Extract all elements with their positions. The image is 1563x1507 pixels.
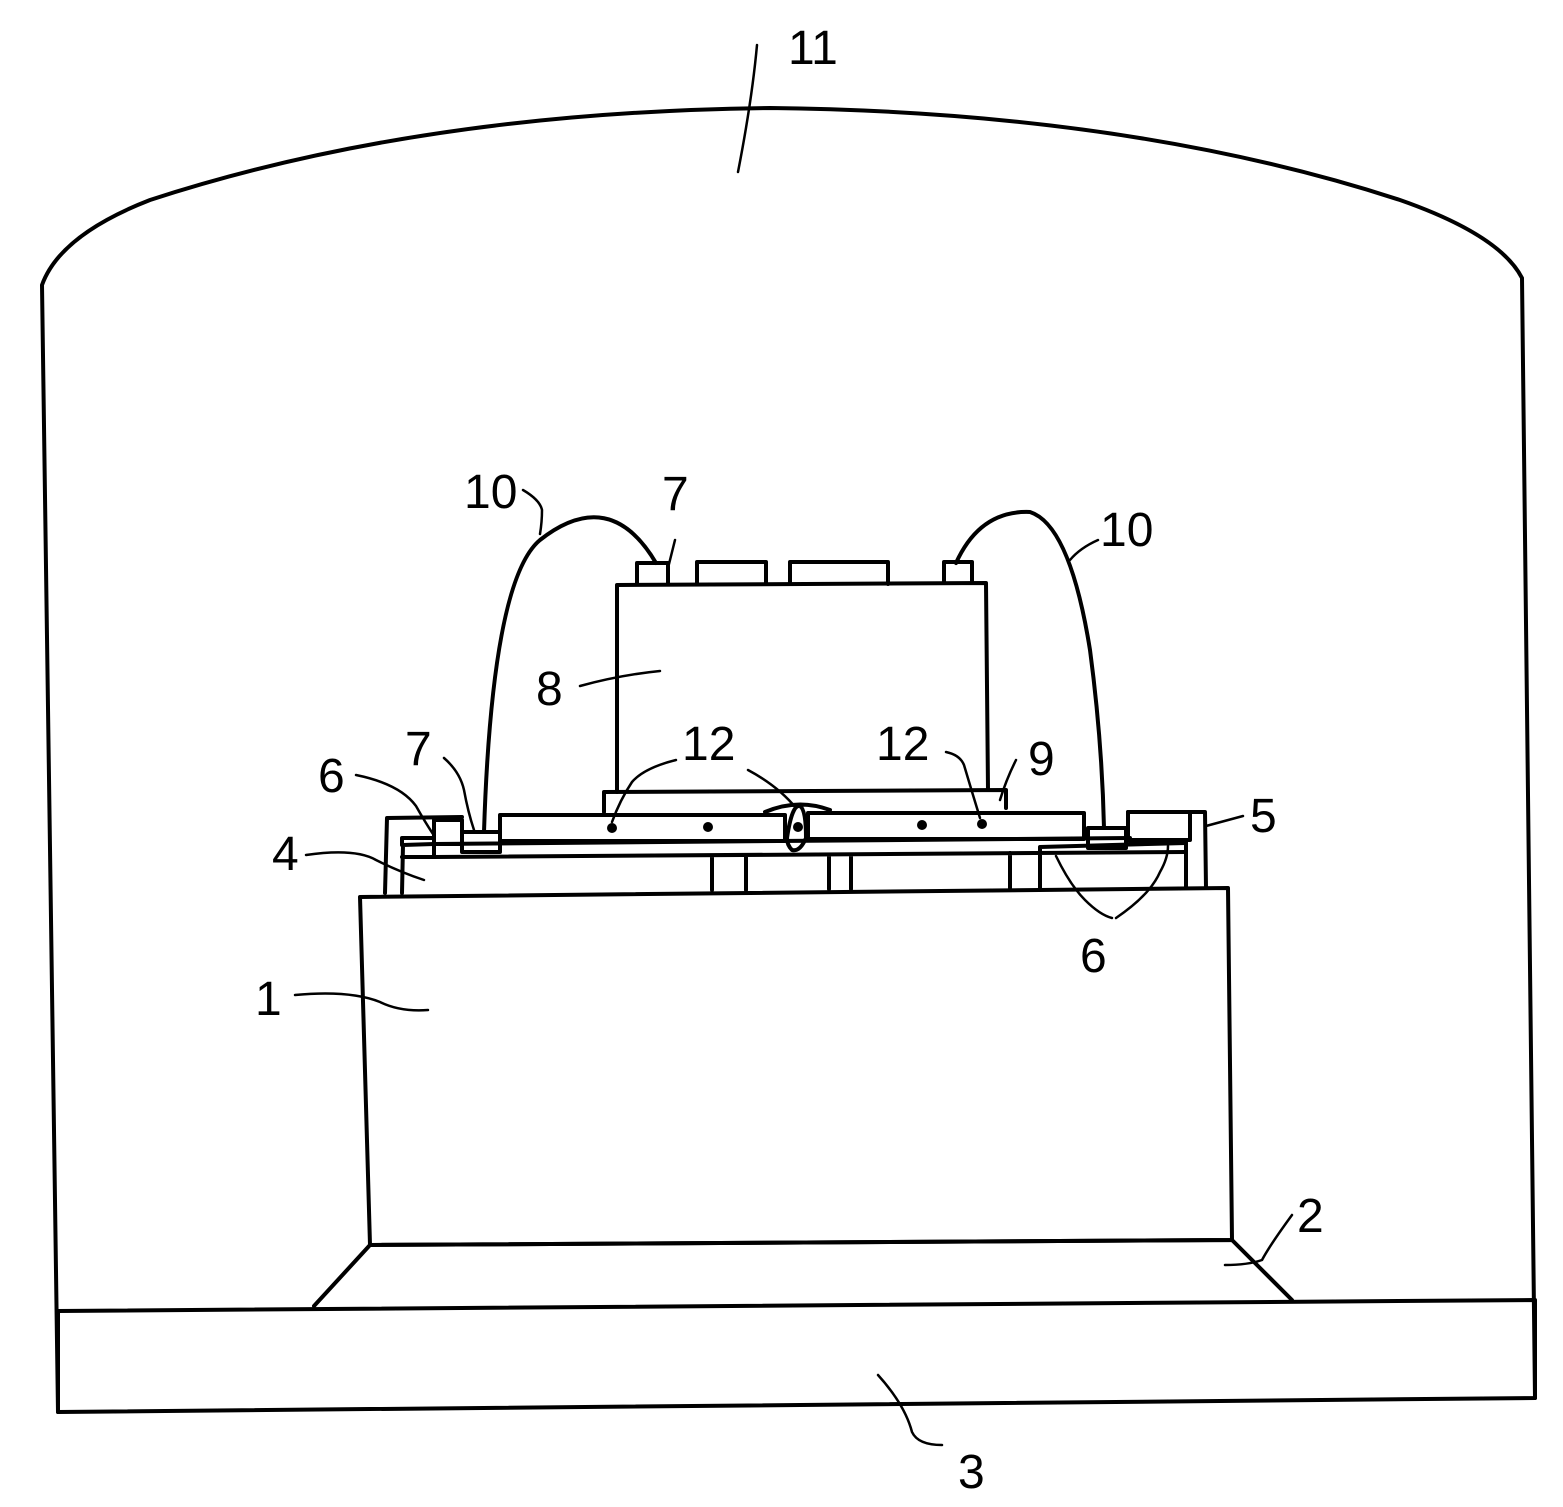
leader-12-right	[946, 752, 980, 818]
ref-8: 8	[536, 663, 563, 716]
leader-12-left-b	[748, 770, 796, 808]
ref-5: 5	[1250, 790, 1277, 843]
ref-12-right: 12	[876, 718, 929, 771]
leader-6-left	[356, 775, 433, 834]
leader-7-top	[668, 540, 675, 568]
chip-top-pads	[637, 562, 972, 584]
ref-7-left: 7	[405, 723, 432, 776]
pad-left-small	[434, 820, 462, 844]
wiring-board-right	[808, 813, 1084, 839]
ref-4: 4	[272, 828, 299, 881]
ref-7-top: 7	[662, 468, 689, 521]
ref-6-left: 6	[318, 750, 345, 803]
ref-11: 11	[788, 22, 838, 75]
wiring-board-left	[500, 815, 785, 841]
ref-1: 1	[255, 973, 282, 1026]
leader-10-right	[1070, 540, 1098, 560]
leader-2	[1225, 1215, 1292, 1265]
pad-left	[402, 838, 434, 857]
via-dot	[917, 820, 927, 830]
leader-5	[1206, 816, 1243, 826]
ref-6-right: 6	[1080, 930, 1107, 983]
ref-9: 9	[1028, 733, 1055, 786]
base-plate	[58, 1300, 1535, 1412]
ref-12-left: 12	[682, 718, 735, 771]
via-dot	[977, 819, 987, 829]
pad-right-upper	[1128, 812, 1190, 840]
ref-10-right: 10	[1100, 504, 1153, 557]
ref-2: 2	[1297, 1190, 1324, 1243]
ref-3: 3	[958, 1446, 985, 1499]
leader-3	[878, 1375, 942, 1445]
solder-fillet	[314, 1240, 1292, 1306]
via-dot	[793, 822, 803, 832]
via-dot	[607, 823, 617, 833]
layer-9	[604, 790, 1006, 812]
leader-8	[580, 671, 660, 686]
via-dot	[703, 822, 713, 832]
leader-10-left	[523, 490, 542, 534]
leader-6-right	[1056, 846, 1168, 918]
ref-10-left: 10	[464, 466, 517, 519]
